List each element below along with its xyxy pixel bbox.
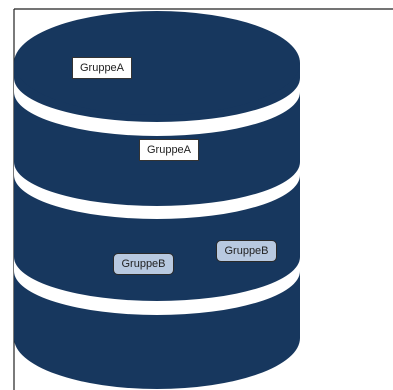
cylinder-top [14, 11, 300, 115]
cylinder-separator-3 [14, 257, 300, 315]
group-label-b2: GruppeB [216, 240, 277, 262]
group-label-b1: GruppeB [113, 253, 174, 275]
cylinder-separator-2 [14, 162, 300, 219]
group-label-a1: GruppeA [72, 57, 132, 79]
cylinder-separator-1 [14, 78, 300, 136]
group-label-a2: GruppeA [139, 139, 199, 161]
